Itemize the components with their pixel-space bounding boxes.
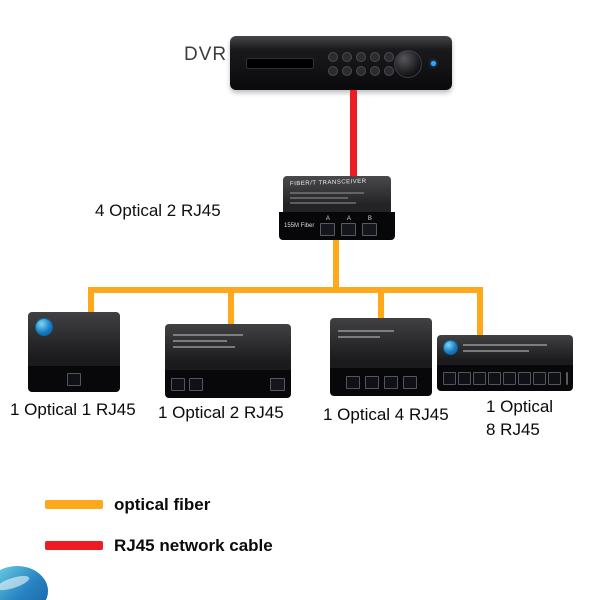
device-front-panel xyxy=(165,370,291,398)
fiber-port-label: A xyxy=(346,216,351,222)
dvr-vent-slot xyxy=(246,58,314,69)
device-print-line xyxy=(338,330,394,332)
dvr-button xyxy=(342,66,352,76)
transceiver-print-line xyxy=(290,192,364,194)
dvr-power-led xyxy=(431,61,436,66)
fiber-port-group: A xyxy=(320,216,336,236)
media-converter-2rj45 xyxy=(165,324,291,398)
device-label-4: 1 Optical 8 RJ45 xyxy=(486,396,553,442)
legend-rj45-cable-swatch xyxy=(45,541,103,550)
fiber-port-group: B xyxy=(362,216,378,236)
brand-logo-icon xyxy=(443,340,458,355)
rj45-port xyxy=(443,371,456,385)
fiber-port-label: A xyxy=(325,216,330,222)
transceiver-label: 4 Optical 2 RJ45 xyxy=(95,201,221,220)
device-label-2: 1 Optical 2 RJ45 xyxy=(158,403,284,422)
legend-optical-fiber-label: optical fiber xyxy=(114,495,211,514)
device-print-line xyxy=(173,334,243,336)
transceiver-print-line xyxy=(290,197,348,199)
rj45-port xyxy=(503,371,516,385)
dvr-button xyxy=(384,66,394,76)
transceiver-print-line xyxy=(290,202,356,204)
rj45-port xyxy=(473,371,486,385)
switch-4rj45 xyxy=(330,318,432,396)
brand-logo-icon xyxy=(35,318,53,336)
fiber-port-group: A xyxy=(341,216,357,236)
rj45-port xyxy=(518,371,531,385)
media-converter-1rj45 xyxy=(28,312,120,392)
device-label-4-line1: 1 Optical xyxy=(486,397,554,416)
device-top-panel xyxy=(28,312,120,366)
device-front-panel xyxy=(437,365,573,391)
switch-8rj45 xyxy=(437,335,573,391)
rj45-port xyxy=(345,375,360,389)
device-print-line xyxy=(173,346,235,348)
rj45-port xyxy=(364,375,379,389)
device-top-panel xyxy=(330,318,432,368)
rj45-port-row xyxy=(67,372,81,386)
transceiver-front-text: 155M Fiber xyxy=(284,223,315,229)
rj45-port-row xyxy=(171,377,203,391)
device-print-line xyxy=(463,350,529,352)
dvr-button xyxy=(328,66,338,76)
rj45-port xyxy=(189,377,203,391)
transceiver-top-panel: FIBER/T TRANSCEIVER xyxy=(283,176,391,212)
dvr-button xyxy=(328,52,338,62)
dvr-button xyxy=(370,66,380,76)
dvr-button xyxy=(342,52,352,62)
optical-fiber-drop-1 xyxy=(88,287,94,315)
device-front-panel xyxy=(330,368,432,396)
device-label-3: 1 Optical 4 RJ45 xyxy=(323,405,449,424)
rj45-port xyxy=(458,371,471,385)
rj45-port xyxy=(402,375,417,389)
rj45-port xyxy=(67,372,81,386)
device-print-line xyxy=(463,344,547,346)
optical-fiber-trunk-vertical xyxy=(333,240,339,290)
fiber-port xyxy=(341,223,357,236)
dvr-button xyxy=(384,52,394,62)
rj45-port xyxy=(548,371,561,385)
dvr-button xyxy=(356,52,366,62)
rj45-port xyxy=(533,371,546,385)
fiber-port xyxy=(320,223,336,236)
dvr-button xyxy=(356,66,366,76)
optical-fiber-drop-3 xyxy=(378,287,384,321)
device-print-line xyxy=(173,340,227,342)
optical-fiber-drop-2 xyxy=(228,287,234,327)
device-label-1: 1 Optical 1 RJ45 xyxy=(10,400,136,419)
transceiver-top-text: FIBER/T TRANSCEIVER xyxy=(289,178,367,188)
fiber-port-label: B xyxy=(367,216,372,222)
legend-rj45-cable-label: RJ45 network cable xyxy=(114,536,273,555)
fiber-port xyxy=(270,377,285,391)
dvr-button xyxy=(370,52,380,62)
rj45-port-row xyxy=(345,375,417,389)
rj45-port-row xyxy=(443,371,561,385)
optical-fiber-drop-4 xyxy=(477,287,483,337)
transceiver-front-panel: 155M Fiber A A B xyxy=(279,212,395,240)
rj45-cable-dvr-to-transceiver xyxy=(350,90,357,178)
fiber-port xyxy=(566,371,568,385)
rj45-port xyxy=(171,377,185,391)
device-front-panel xyxy=(28,366,120,392)
watermark-logo-shape xyxy=(0,566,48,600)
dvr-device xyxy=(230,36,452,90)
device-top-panel xyxy=(165,324,291,370)
device-label-4-line2: 8 RJ45 xyxy=(486,419,540,439)
legend-optical-fiber-swatch xyxy=(45,500,103,509)
device-print-line xyxy=(338,336,380,338)
dvr-label: DVR xyxy=(184,44,228,65)
optical-fiber-trunk-horizontal xyxy=(88,287,483,293)
rj45-port xyxy=(488,371,501,385)
dvr-knob xyxy=(394,50,422,78)
fiber-transceiver-device: FIBER/T TRANSCEIVER 155M Fiber A A B xyxy=(279,176,395,240)
fiber-port xyxy=(362,223,378,236)
dvr-button-panel xyxy=(328,52,395,77)
device-top-panel xyxy=(437,335,573,365)
rj45-port xyxy=(383,375,398,389)
